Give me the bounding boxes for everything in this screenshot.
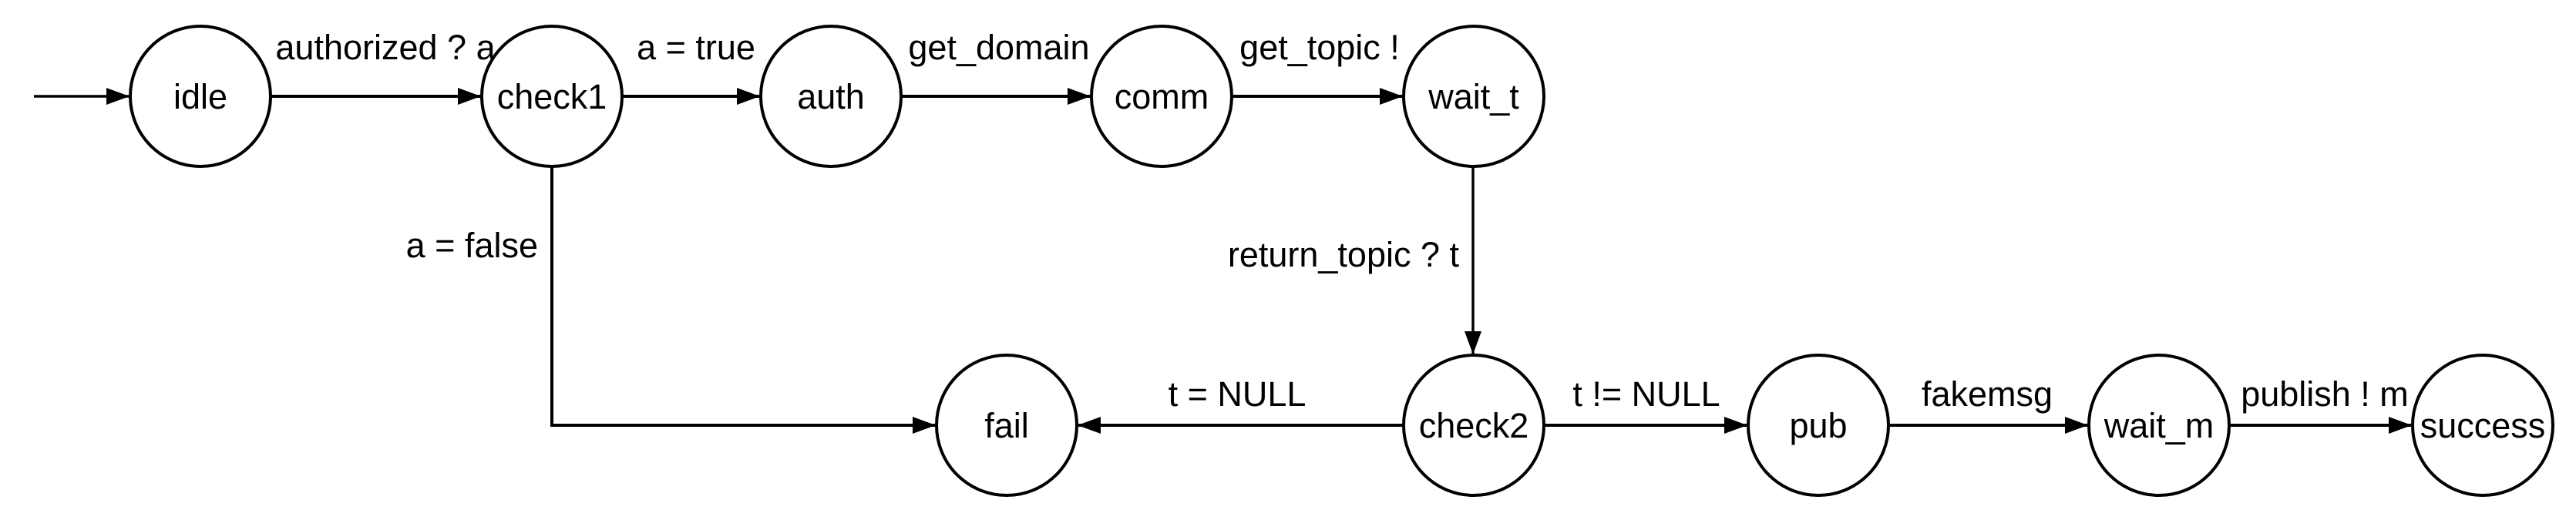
state-pub: pub [1747,354,1890,497]
state-circle [1747,354,1890,497]
state-label: idle [173,77,227,116]
state-success: success [2411,354,2554,497]
state-comm: comm [1090,25,1233,168]
transition-auth-comm: get_domain [901,28,1091,105]
transition-check2-pub: t != NULL [1544,374,1747,434]
transition-label: get_domain [908,28,1089,67]
transition-check1-fail: a = false [406,166,936,434]
state-check1: check1 [480,25,624,168]
state-idle: idle [129,25,272,168]
state-label: wait_m [2104,406,2214,445]
state-label: auth [797,77,865,116]
transition-label: a = true [637,28,755,67]
transition-line [550,166,936,434]
transition-pub-waitm: fakemsg [1888,374,2088,434]
state-wait-t: wait_t [1402,25,1545,168]
transition-check1-auth: a = true [622,28,760,105]
state-label: comm [1115,77,1209,116]
transition-comm-waitt: get_topic ! [1232,28,1403,105]
transition-label: t != NULL [1572,374,1720,414]
transition-label: t = NULL [1169,374,1306,414]
transition-label: authorized ? a [275,28,496,67]
state-circle [1402,25,1545,168]
transition-label: publish ! m [2241,374,2409,414]
state-label: check1 [497,77,607,116]
state-circle [759,25,903,168]
transition-label: get_topic ! [1239,28,1400,67]
state-label: check2 [1419,406,1529,445]
state-label: success [2420,406,2546,445]
state-label: fail [984,406,1029,445]
transition-label: return_topic ? t [1228,235,1460,274]
state-circle [2087,354,2231,497]
transition-idle-check1: authorized ? a [271,28,496,105]
state-circle [480,25,624,168]
state-auth: auth [759,25,903,168]
transition-label: a = false [406,226,538,265]
state-circle [129,25,272,168]
state-label: pub [1789,406,1847,445]
state-label: wait_t [1428,77,1519,116]
state-circle [1402,354,1545,497]
state-circle [935,354,1078,497]
state-circle [1090,25,1233,168]
state-fail: fail [935,354,1078,497]
state-wait-m: wait_m [2087,354,2231,497]
state-check2: check2 [1402,354,1545,497]
transition-check2-fail: t = NULL [1078,374,1404,434]
state-circle [2411,354,2554,497]
transition-waitm-success: publish ! m [2229,374,2412,434]
transition-waitt-check2: return_topic ? t [1228,166,1481,354]
transition-label: fakemsg [1922,374,2053,414]
